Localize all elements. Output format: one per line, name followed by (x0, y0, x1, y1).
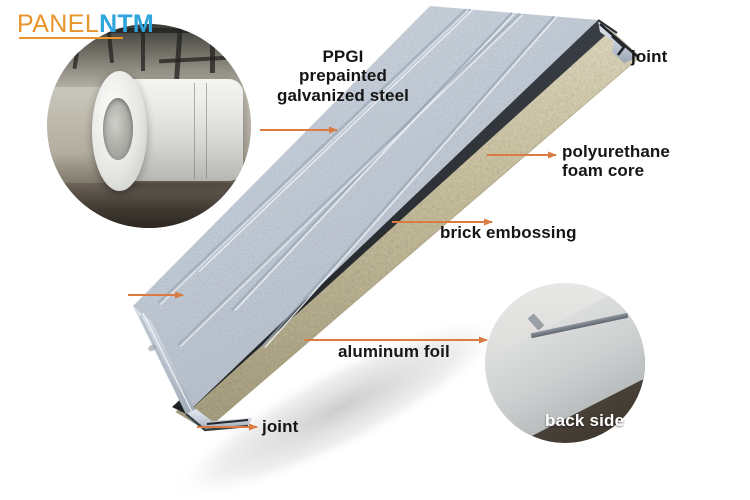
callout-label-joint-top: joint (631, 47, 668, 66)
brick-embossing-grooves-long (157, 8, 521, 346)
callout-label-ppgi: PPGI prepainted galvanized steel (277, 47, 409, 105)
factory-ground (47, 183, 251, 228)
steel-coil-inset-photo (47, 24, 251, 228)
back-side-inset-photo (485, 283, 645, 443)
callout-label-brick-embossing: brick embossing (440, 223, 577, 242)
panel-front-face (133, 6, 598, 414)
ceiling-beam-icon (140, 24, 145, 71)
brand-logo-word-one: PANEL (17, 10, 100, 38)
callout-label-joint-bottom: joint (262, 417, 299, 436)
brand-logo-word-two: NTM (99, 10, 154, 38)
top-joint-profile (597, 19, 640, 63)
coil-seam (193, 83, 195, 180)
panel-bottom-flange (133, 306, 205, 430)
ceiling-beam-icon (210, 24, 216, 73)
brand-logo-underline (19, 37, 123, 39)
coil-seam (206, 83, 208, 180)
coil-center-hole (103, 98, 133, 160)
back-side-caption: back side (545, 411, 625, 430)
callout-label-polyurethane: polyurethane foam core (562, 142, 670, 181)
ceiling-beam-icon (51, 28, 247, 34)
callout-label-aluminum-foil: aluminum foil (338, 342, 450, 361)
panel-surface-nick (148, 344, 156, 352)
